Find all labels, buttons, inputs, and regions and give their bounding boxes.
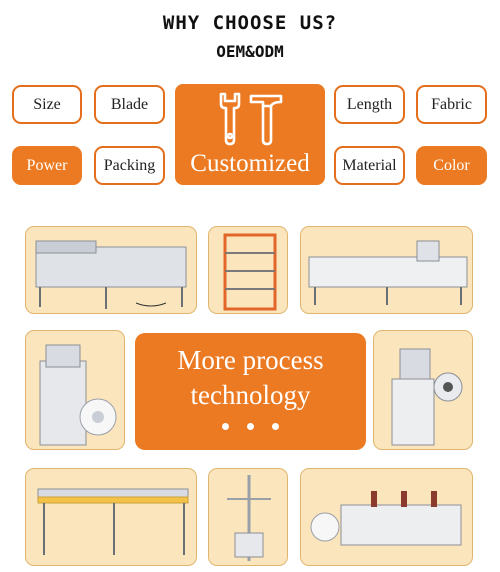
machine-photo-table-cutter bbox=[25, 226, 197, 314]
option-fabric-button[interactable]: Fabric bbox=[416, 85, 487, 124]
option-size-button[interactable]: Size bbox=[12, 85, 82, 124]
machine-photo-long-sealer bbox=[300, 226, 473, 314]
carousel-dot[interactable] bbox=[272, 423, 279, 430]
machine-photo-conveyor-table bbox=[25, 468, 197, 566]
carousel-dots bbox=[135, 423, 366, 435]
machine-photo-tape-machine bbox=[373, 330, 473, 450]
option-material-button[interactable]: Material bbox=[334, 146, 405, 185]
option-power-button[interactable]: Power bbox=[12, 146, 82, 185]
machine-photo-production-line bbox=[300, 468, 473, 566]
option-length-button[interactable]: Length bbox=[334, 85, 405, 124]
customized-card[interactable]: Customized bbox=[175, 84, 325, 185]
promo-line-1: More process bbox=[177, 345, 324, 375]
wrench-hammer-icon bbox=[219, 92, 283, 146]
machine-photo-spool-winder bbox=[25, 330, 125, 450]
more-process-technology-banner[interactable]: More process technology bbox=[135, 333, 366, 450]
machine-photo-rack bbox=[208, 226, 288, 314]
option-color-button[interactable]: Color bbox=[416, 146, 487, 185]
page-subtitle: OEM&ODM bbox=[216, 42, 284, 61]
promo-line-2: technology bbox=[190, 380, 311, 410]
carousel-dot[interactable] bbox=[222, 423, 229, 430]
carousel-dot[interactable] bbox=[247, 423, 254, 430]
machine-photo-vertical-lift bbox=[208, 468, 288, 566]
option-blade-button[interactable]: Blade bbox=[94, 85, 165, 124]
page-title: WHY CHOOSE US? bbox=[162, 12, 338, 34]
customized-label: Customized bbox=[190, 150, 310, 177]
option-packing-button[interactable]: Packing bbox=[94, 146, 165, 185]
